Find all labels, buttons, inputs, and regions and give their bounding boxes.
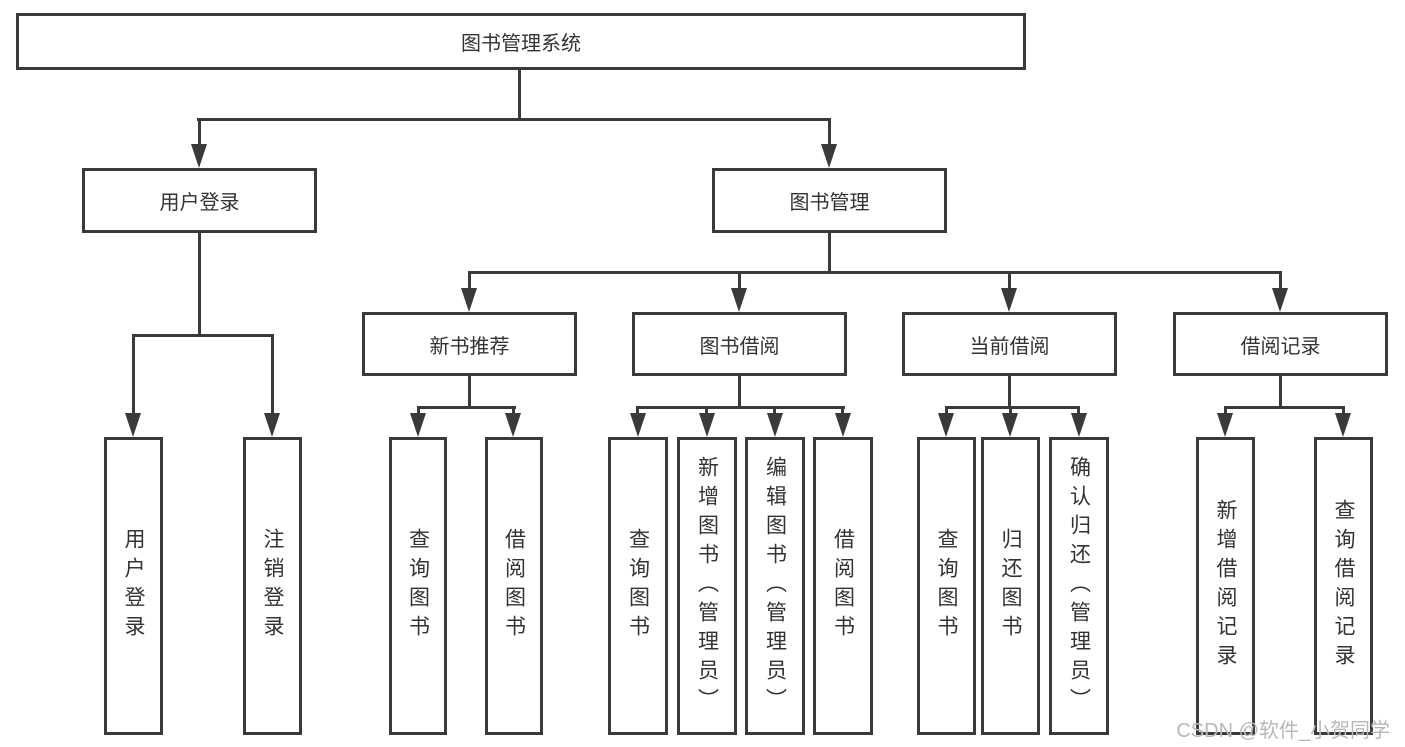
csdn-watermark: CSDN @软件_小贺同学 <box>1176 720 1390 742</box>
arrow-down-icon <box>699 413 715 437</box>
leaf-return-books: 归还图书 <box>981 437 1040 735</box>
connector-stem <box>1279 376 1282 408</box>
arrow-down-icon <box>630 413 646 437</box>
connector-book-management-stem <box>828 233 831 273</box>
node-current-borrowing: 当前借阅 <box>902 312 1117 376</box>
connector-stem <box>468 376 471 408</box>
connector-drop <box>841 408 844 415</box>
leaf-query-books-current: 查询图书 <box>917 437 976 735</box>
arrow-down-icon <box>821 144 837 168</box>
connector-drop <box>417 408 420 415</box>
leaf-confirm-return-admin: 确认归还（管理员） <box>1049 437 1109 735</box>
leaf-label: 查询图书 <box>626 528 650 644</box>
node-new-book-recommend: 新书推荐 <box>362 312 577 376</box>
arrow-down-icon <box>1002 413 1018 437</box>
arrow-down-icon <box>938 413 954 437</box>
connector-bar <box>417 406 516 409</box>
arrow-down-icon <box>505 413 521 437</box>
connector-stem <box>738 376 741 408</box>
arrow-down-icon <box>731 288 747 312</box>
arrow-down-icon <box>767 413 783 437</box>
arrow-down-icon <box>1272 288 1288 312</box>
node-label: 图书借阅 <box>699 335 780 358</box>
arrow-down-icon <box>835 413 851 437</box>
connector-drop <box>945 408 948 415</box>
node-label: 新书推荐 <box>429 335 510 358</box>
leaf-borrow-books-recommend: 借阅图书 <box>485 437 543 735</box>
connector-drop <box>132 336 135 416</box>
connector-level3-bar <box>468 271 1282 274</box>
leaf-label: 确认归还（管理员） <box>1067 455 1091 717</box>
connector-bar <box>945 406 1080 409</box>
arrow-down-icon <box>191 144 207 168</box>
connector-level2-bar <box>197 118 831 121</box>
node-label: 用户登录 <box>159 192 240 214</box>
connector-bar <box>636 406 845 409</box>
node-label: 图书管理 <box>789 192 870 214</box>
connector-drop <box>1077 408 1080 415</box>
arrow-down-icon <box>264 413 280 437</box>
arrow-down-icon <box>1001 288 1017 312</box>
node-user-login: 用户登录 <box>82 168 317 233</box>
leaf-add-borrow-record: 新增借阅记录 <box>1196 437 1255 735</box>
leaf-edit-books-admin: 编辑图书（管理员） <box>745 437 805 735</box>
connector-user-login-bar <box>132 334 274 337</box>
node-book-management: 图书管理 <box>712 168 947 233</box>
leaf-label: 用户登录 <box>122 528 145 644</box>
arrow-down-icon <box>1071 413 1087 437</box>
connector-drop <box>512 408 515 415</box>
connector-stem <box>1008 376 1011 408</box>
arrow-down-icon <box>410 413 426 437</box>
node-borrowing-records: 借阅记录 <box>1173 312 1388 376</box>
leaf-label: 查询借阅记录 <box>1332 499 1355 673</box>
leaf-query-books-recommend: 查询图书 <box>389 437 447 735</box>
arrow-down-icon <box>125 413 141 437</box>
leaf-user-login: 用户登录 <box>104 437 163 735</box>
connector-drop-book-management <box>828 118 831 146</box>
node-label: 借阅记录 <box>1240 335 1321 358</box>
connector-drop <box>1342 408 1345 415</box>
leaf-label: 查询图书 <box>935 528 958 644</box>
connector-drop <box>1279 273 1282 289</box>
leaf-label: 借阅图书 <box>502 528 526 644</box>
leaf-borrow-books-borrowing: 借阅图书 <box>813 437 873 735</box>
leaf-label: 新增借阅记录 <box>1214 499 1237 673</box>
leaf-label: 编辑图书（管理员） <box>763 455 787 717</box>
node-label: 当前借阅 <box>969 335 1050 358</box>
connector-drop <box>271 336 274 416</box>
leaf-label: 查询图书 <box>406 528 430 644</box>
connector-drop <box>1009 408 1012 415</box>
leaf-label: 新增图书（管理员） <box>695 455 719 717</box>
connector-root-stem <box>518 70 521 120</box>
node-library-management-system: 图书管理系统 <box>16 13 1026 70</box>
connector-drop <box>773 408 776 415</box>
connector-drop <box>1224 408 1227 415</box>
connector-drop <box>738 273 741 289</box>
connector-drop <box>468 273 471 289</box>
leaf-label: 注销登录 <box>261 528 284 644</box>
connector-drop <box>1008 273 1011 289</box>
leaf-add-books-admin: 新增图书（管理员） <box>677 437 737 735</box>
leaf-label: 借阅图书 <box>831 528 855 644</box>
leaf-logout: 注销登录 <box>243 437 302 735</box>
leaf-query-borrow-record: 查询借阅记录 <box>1314 437 1373 735</box>
arrow-down-icon <box>1335 413 1351 437</box>
arrow-down-icon <box>1217 413 1233 437</box>
leaf-query-books-borrowing: 查询图书 <box>608 437 668 735</box>
connector-drop <box>705 408 708 415</box>
connector-bar <box>1224 406 1345 409</box>
arrow-down-icon <box>461 288 477 312</box>
node-label: 图书管理系统 <box>461 33 581 55</box>
node-book-borrowing: 图书借阅 <box>632 312 847 376</box>
connector-user-login-stem <box>198 233 201 336</box>
leaf-label: 归还图书 <box>999 528 1022 644</box>
connector-drop-user-login <box>198 118 201 146</box>
connector-drop <box>636 408 639 415</box>
